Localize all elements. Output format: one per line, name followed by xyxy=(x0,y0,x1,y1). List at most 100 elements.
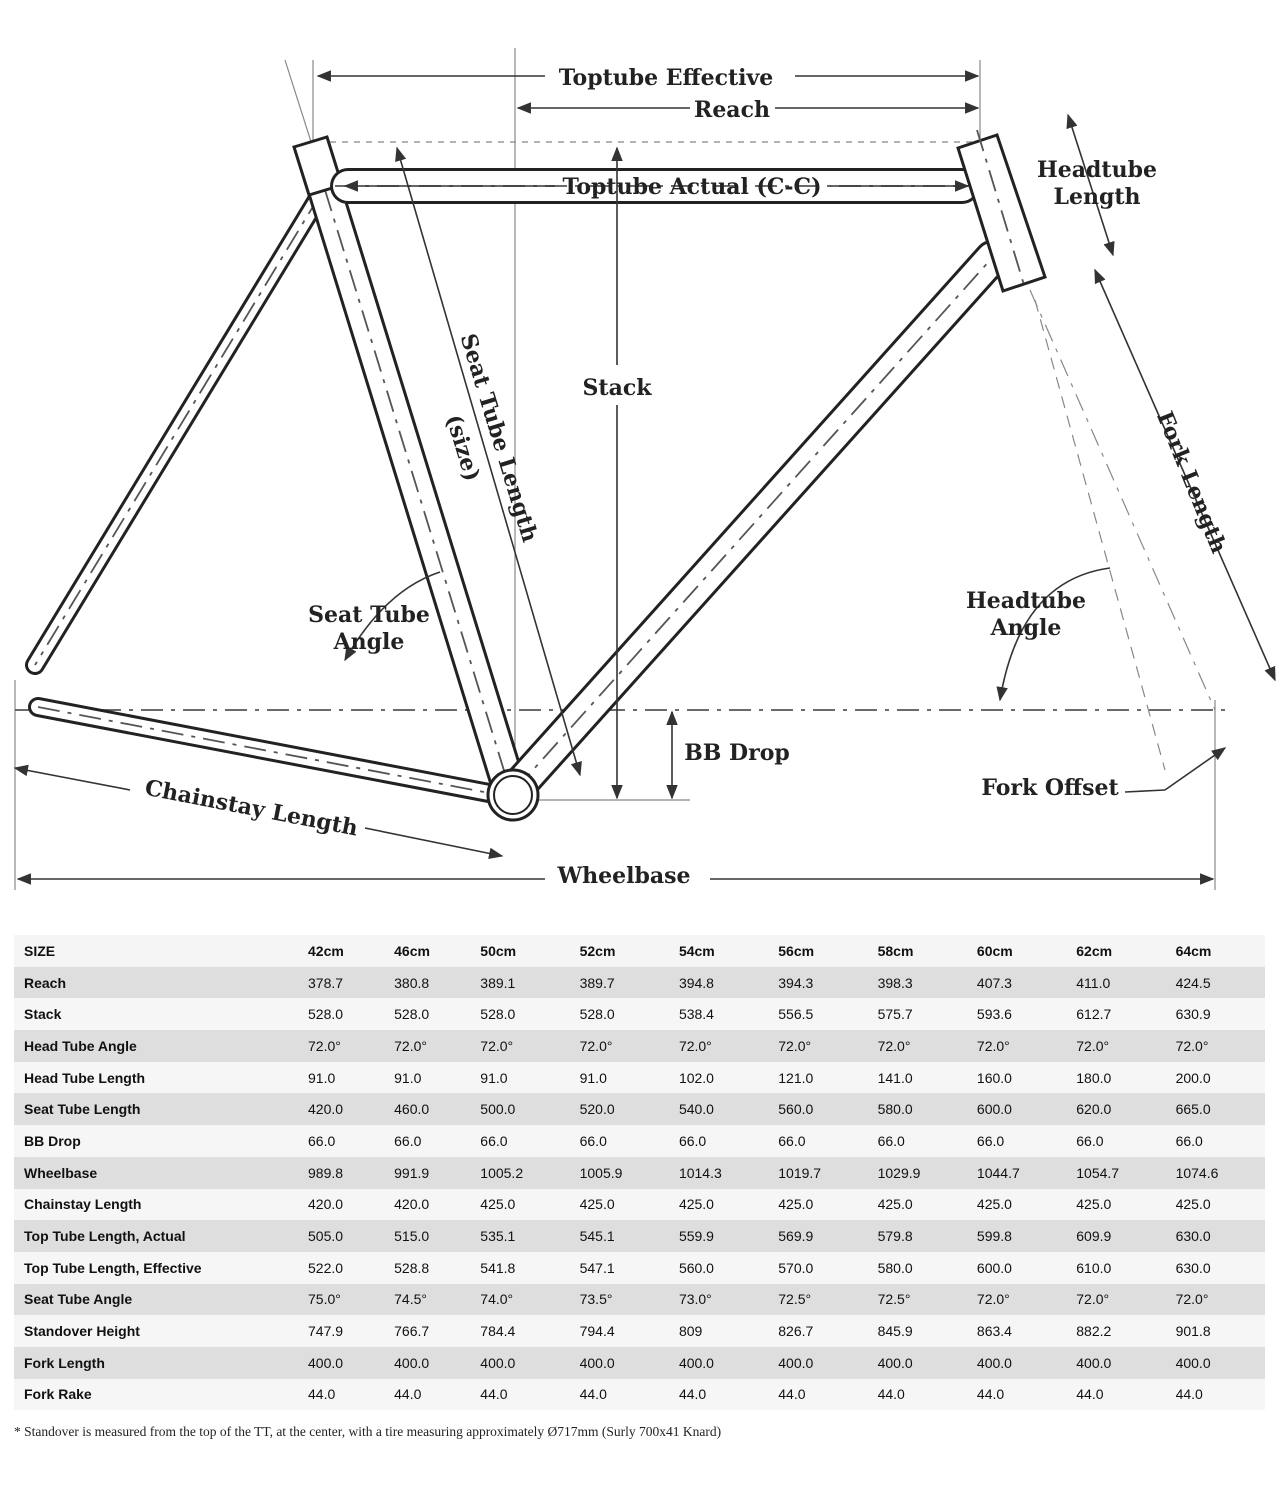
table-cell: 72.5° xyxy=(768,1283,868,1316)
table-cell: 460.0 xyxy=(384,1093,471,1126)
table-cell: 160.0 xyxy=(966,1061,1067,1094)
table-cell: 1054.7 xyxy=(1066,1156,1166,1189)
table-cell: 575.7 xyxy=(867,998,967,1031)
header-cell: 60cm xyxy=(966,935,1067,967)
label-seat-tube-angle-1: Seat Tube xyxy=(308,602,430,628)
row-label: Reach xyxy=(14,966,298,999)
table-cell: 580.0 xyxy=(867,1251,967,1284)
table-cell: 91.0 xyxy=(384,1061,471,1094)
row-label: Head Tube Angle xyxy=(14,1030,298,1062)
table-cell: 180.0 xyxy=(1066,1061,1166,1094)
table-cell: 44.0 xyxy=(1066,1378,1166,1411)
label-bb-drop: BB Drop xyxy=(684,740,790,766)
label-headtube-length-1: Headtube xyxy=(1037,157,1157,183)
table-cell: 1005.9 xyxy=(569,1156,669,1189)
table-cell: 569.9 xyxy=(768,1220,868,1252)
row-label: Head Tube Length xyxy=(14,1061,298,1094)
table-cell: 425.0 xyxy=(668,1188,769,1221)
row-label: Top Tube Length, Actual xyxy=(14,1220,298,1252)
frame-geometry-diagram: Toptube Effective Reach Toptube Actual (… xyxy=(13,48,1276,890)
table-cell: 747.9 xyxy=(298,1315,385,1347)
table-cell: 528.0 xyxy=(569,998,669,1031)
table-cell: 630.9 xyxy=(1165,998,1265,1031)
table-cell: 528.0 xyxy=(384,998,471,1031)
label-reach: Reach xyxy=(694,97,770,123)
header-cell: 58cm xyxy=(867,935,967,967)
table-cell: 72.0° xyxy=(966,1030,1067,1062)
table-cell: 72.0° xyxy=(867,1030,967,1062)
table-cell: 991.9 xyxy=(384,1156,471,1189)
header-cell: 42cm xyxy=(298,935,385,967)
table-cell: 425.0 xyxy=(569,1188,669,1221)
seat-stay xyxy=(25,185,330,675)
table-cell: 570.0 xyxy=(768,1251,868,1284)
table-cell: 579.8 xyxy=(867,1220,967,1252)
header-cell: 54cm xyxy=(668,935,769,967)
table-cell: 400.0 xyxy=(298,1346,385,1379)
table-cell: 378.7 xyxy=(298,966,385,999)
table-cell: 612.7 xyxy=(1066,998,1166,1031)
table-cell: 44.0 xyxy=(867,1378,967,1411)
table-cell: 44.0 xyxy=(470,1378,570,1411)
table-cell: 538.4 xyxy=(668,998,769,1031)
table-cell: 66.0 xyxy=(384,1125,471,1157)
label-headtube-angle-1: Headtube xyxy=(966,588,1086,614)
table-cell: 66.0 xyxy=(1165,1125,1265,1157)
table-cell: 102.0 xyxy=(668,1061,769,1094)
label-wheelbase: Wheelbase xyxy=(556,863,690,889)
table-cell: 400.0 xyxy=(384,1346,471,1379)
table-cell: 66.0 xyxy=(966,1125,1067,1157)
table-cell: 610.0 xyxy=(1066,1251,1166,1284)
table-cell: 72.0° xyxy=(470,1030,570,1062)
table-cell: 1014.3 xyxy=(668,1156,769,1189)
table-cell: 425.0 xyxy=(867,1188,967,1221)
table-cell: 400.0 xyxy=(966,1346,1067,1379)
table-cell: 44.0 xyxy=(668,1378,769,1411)
table-cell: 72.0° xyxy=(1165,1283,1265,1316)
down-tube xyxy=(497,240,1010,808)
table-cell: 91.0 xyxy=(569,1061,669,1094)
table-cell: 425.0 xyxy=(966,1188,1067,1221)
table-cell: 66.0 xyxy=(867,1125,967,1157)
geometry-table: SIZE 42cm 46cm 50cm 52cm 54cm 56cm 58cm … xyxy=(14,935,1265,1411)
table-cell: 389.7 xyxy=(569,966,669,999)
footnote: * Standover is measured from the top of … xyxy=(14,1424,722,1439)
table-cell: 72.0° xyxy=(768,1030,868,1062)
table-cell: 425.0 xyxy=(470,1188,570,1221)
table-cell: 901.8 xyxy=(1165,1315,1265,1347)
table-cell: 394.3 xyxy=(768,966,868,999)
table-cell: 400.0 xyxy=(470,1346,570,1379)
table-cell: 1005.2 xyxy=(470,1156,570,1189)
table-cell: 72.5° xyxy=(867,1283,967,1316)
table-cell: 121.0 xyxy=(768,1061,868,1094)
table-cell: 559.9 xyxy=(668,1220,769,1252)
row-label: Seat Tube Length xyxy=(14,1093,298,1126)
table-cell: 535.1 xyxy=(470,1220,570,1252)
label-fork-offset: Fork Offset xyxy=(981,775,1119,801)
table-cell: 560.0 xyxy=(768,1093,868,1126)
dimension-lines xyxy=(13,70,1276,885)
table-cell: 424.5 xyxy=(1165,966,1265,999)
table-cell: 420.0 xyxy=(298,1093,385,1126)
row-label: Top Tube Length, Effective xyxy=(14,1251,298,1284)
table-cell: 400.0 xyxy=(1066,1346,1166,1379)
table-cell: 425.0 xyxy=(768,1188,868,1221)
label-seat-tube-size: (size) xyxy=(440,412,485,485)
table-cell: 794.4 xyxy=(569,1315,669,1347)
table-cell: 44.0 xyxy=(569,1378,669,1411)
table-cell: 72.0° xyxy=(298,1030,385,1062)
table-cell: 1029.9 xyxy=(867,1156,967,1189)
table-cell: 882.2 xyxy=(1066,1315,1166,1347)
table-cell: 989.8 xyxy=(298,1156,385,1189)
table-cell: 420.0 xyxy=(384,1188,471,1221)
